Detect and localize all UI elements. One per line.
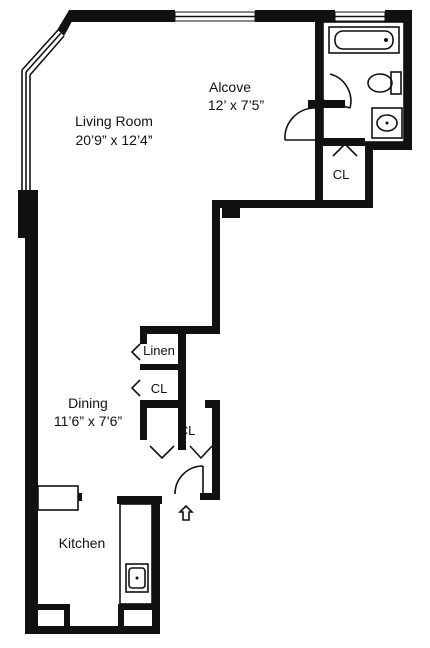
- hall-closet-doors[interactable]: [149, 445, 213, 460]
- hall-closet-left: [140, 408, 147, 440]
- bathroom: [322, 21, 405, 146]
- mid-right-wall: [212, 200, 220, 332]
- closet-right-wall: [365, 142, 373, 208]
- right-wall-bath: [404, 10, 412, 150]
- bottom-wall: [25, 626, 160, 634]
- range-icon: [37, 485, 82, 511]
- alcove-step-block: [222, 200, 240, 218]
- dining-closet-label: CL: [151, 381, 168, 396]
- entry-door[interactable]: [174, 465, 204, 496]
- dining-name: Dining: [68, 395, 108, 411]
- living-room-name: Living Room: [75, 113, 153, 129]
- linen-closet-label: Linen: [143, 343, 175, 358]
- hall-closet-label: CL: [179, 423, 196, 438]
- living-room-size: 20’9” x 12’4”: [75, 132, 152, 148]
- top-wall-mid: [255, 10, 335, 22]
- kitchen: [37, 485, 153, 605]
- hall-closet-block: [205, 400, 220, 408]
- kitchen-sink-icon: [125, 563, 149, 593]
- entry-arrow-icon: [178, 504, 194, 521]
- bath-door-jamb: [323, 100, 345, 108]
- alcove-name: Alcove: [209, 79, 251, 95]
- dining-closet-door[interactable]: [130, 379, 141, 397]
- bottom-stub-right: [118, 604, 152, 610]
- kitchen-top-wall: [117, 496, 162, 504]
- hall-closet-top: [140, 400, 186, 408]
- closet-bottom-wall: [322, 200, 373, 208]
- labels: Alcove 12’ x 7’5” Living Room 20’9” x 12…: [54, 79, 349, 551]
- bottom-post-right: [118, 604, 124, 630]
- alcove-door-jamb: [308, 100, 323, 108]
- bay-angled-glass: [21, 9, 71, 71]
- dining-size: 11’6” x 7’6”: [54, 413, 123, 429]
- bay-corner-top: [58, 10, 76, 36]
- left-wall: [25, 190, 38, 634]
- left-wall-thick: [18, 190, 38, 238]
- bath-bottom-wall: [365, 142, 412, 150]
- counter: [119, 503, 153, 605]
- linen-wall-right: [178, 326, 186, 400]
- bath-lower-wall: [323, 138, 365, 146]
- bay-angled-glass-inner: [29, 35, 65, 76]
- bottom-post-left: [64, 604, 70, 630]
- hall-divider: [178, 408, 186, 450]
- kitchen-right-wall: [152, 504, 160, 634]
- exterior-walls: [18, 10, 412, 634]
- toilet-icon: [367, 71, 402, 95]
- linen-wall-left-top: [140, 326, 147, 344]
- alcove-size: 12’ x 7’5”: [208, 97, 265, 113]
- hall-closet-right-top: [212, 400, 220, 500]
- entry-wall: [200, 493, 220, 500]
- alcove-closet-door[interactable]: [332, 142, 358, 157]
- top-wall-left: [70, 10, 175, 22]
- bay-angled-glass-mid: [25, 32, 62, 73]
- bay-window: [21, 9, 76, 190]
- kitchen-name: Kitchen: [59, 535, 106, 551]
- alcove-door[interactable]: [284, 100, 323, 141]
- top-windows: [174, 11, 386, 22]
- linen-closet-door[interactable]: [130, 343, 141, 361]
- bathtub-icon: [328, 26, 400, 54]
- linen-wall-bottom: [140, 364, 186, 370]
- bottom-stub-left: [38, 604, 70, 610]
- alcove-right-wall: [315, 22, 323, 208]
- alcove-closet-label: CL: [333, 167, 350, 182]
- sink-icon: [371, 107, 403, 139]
